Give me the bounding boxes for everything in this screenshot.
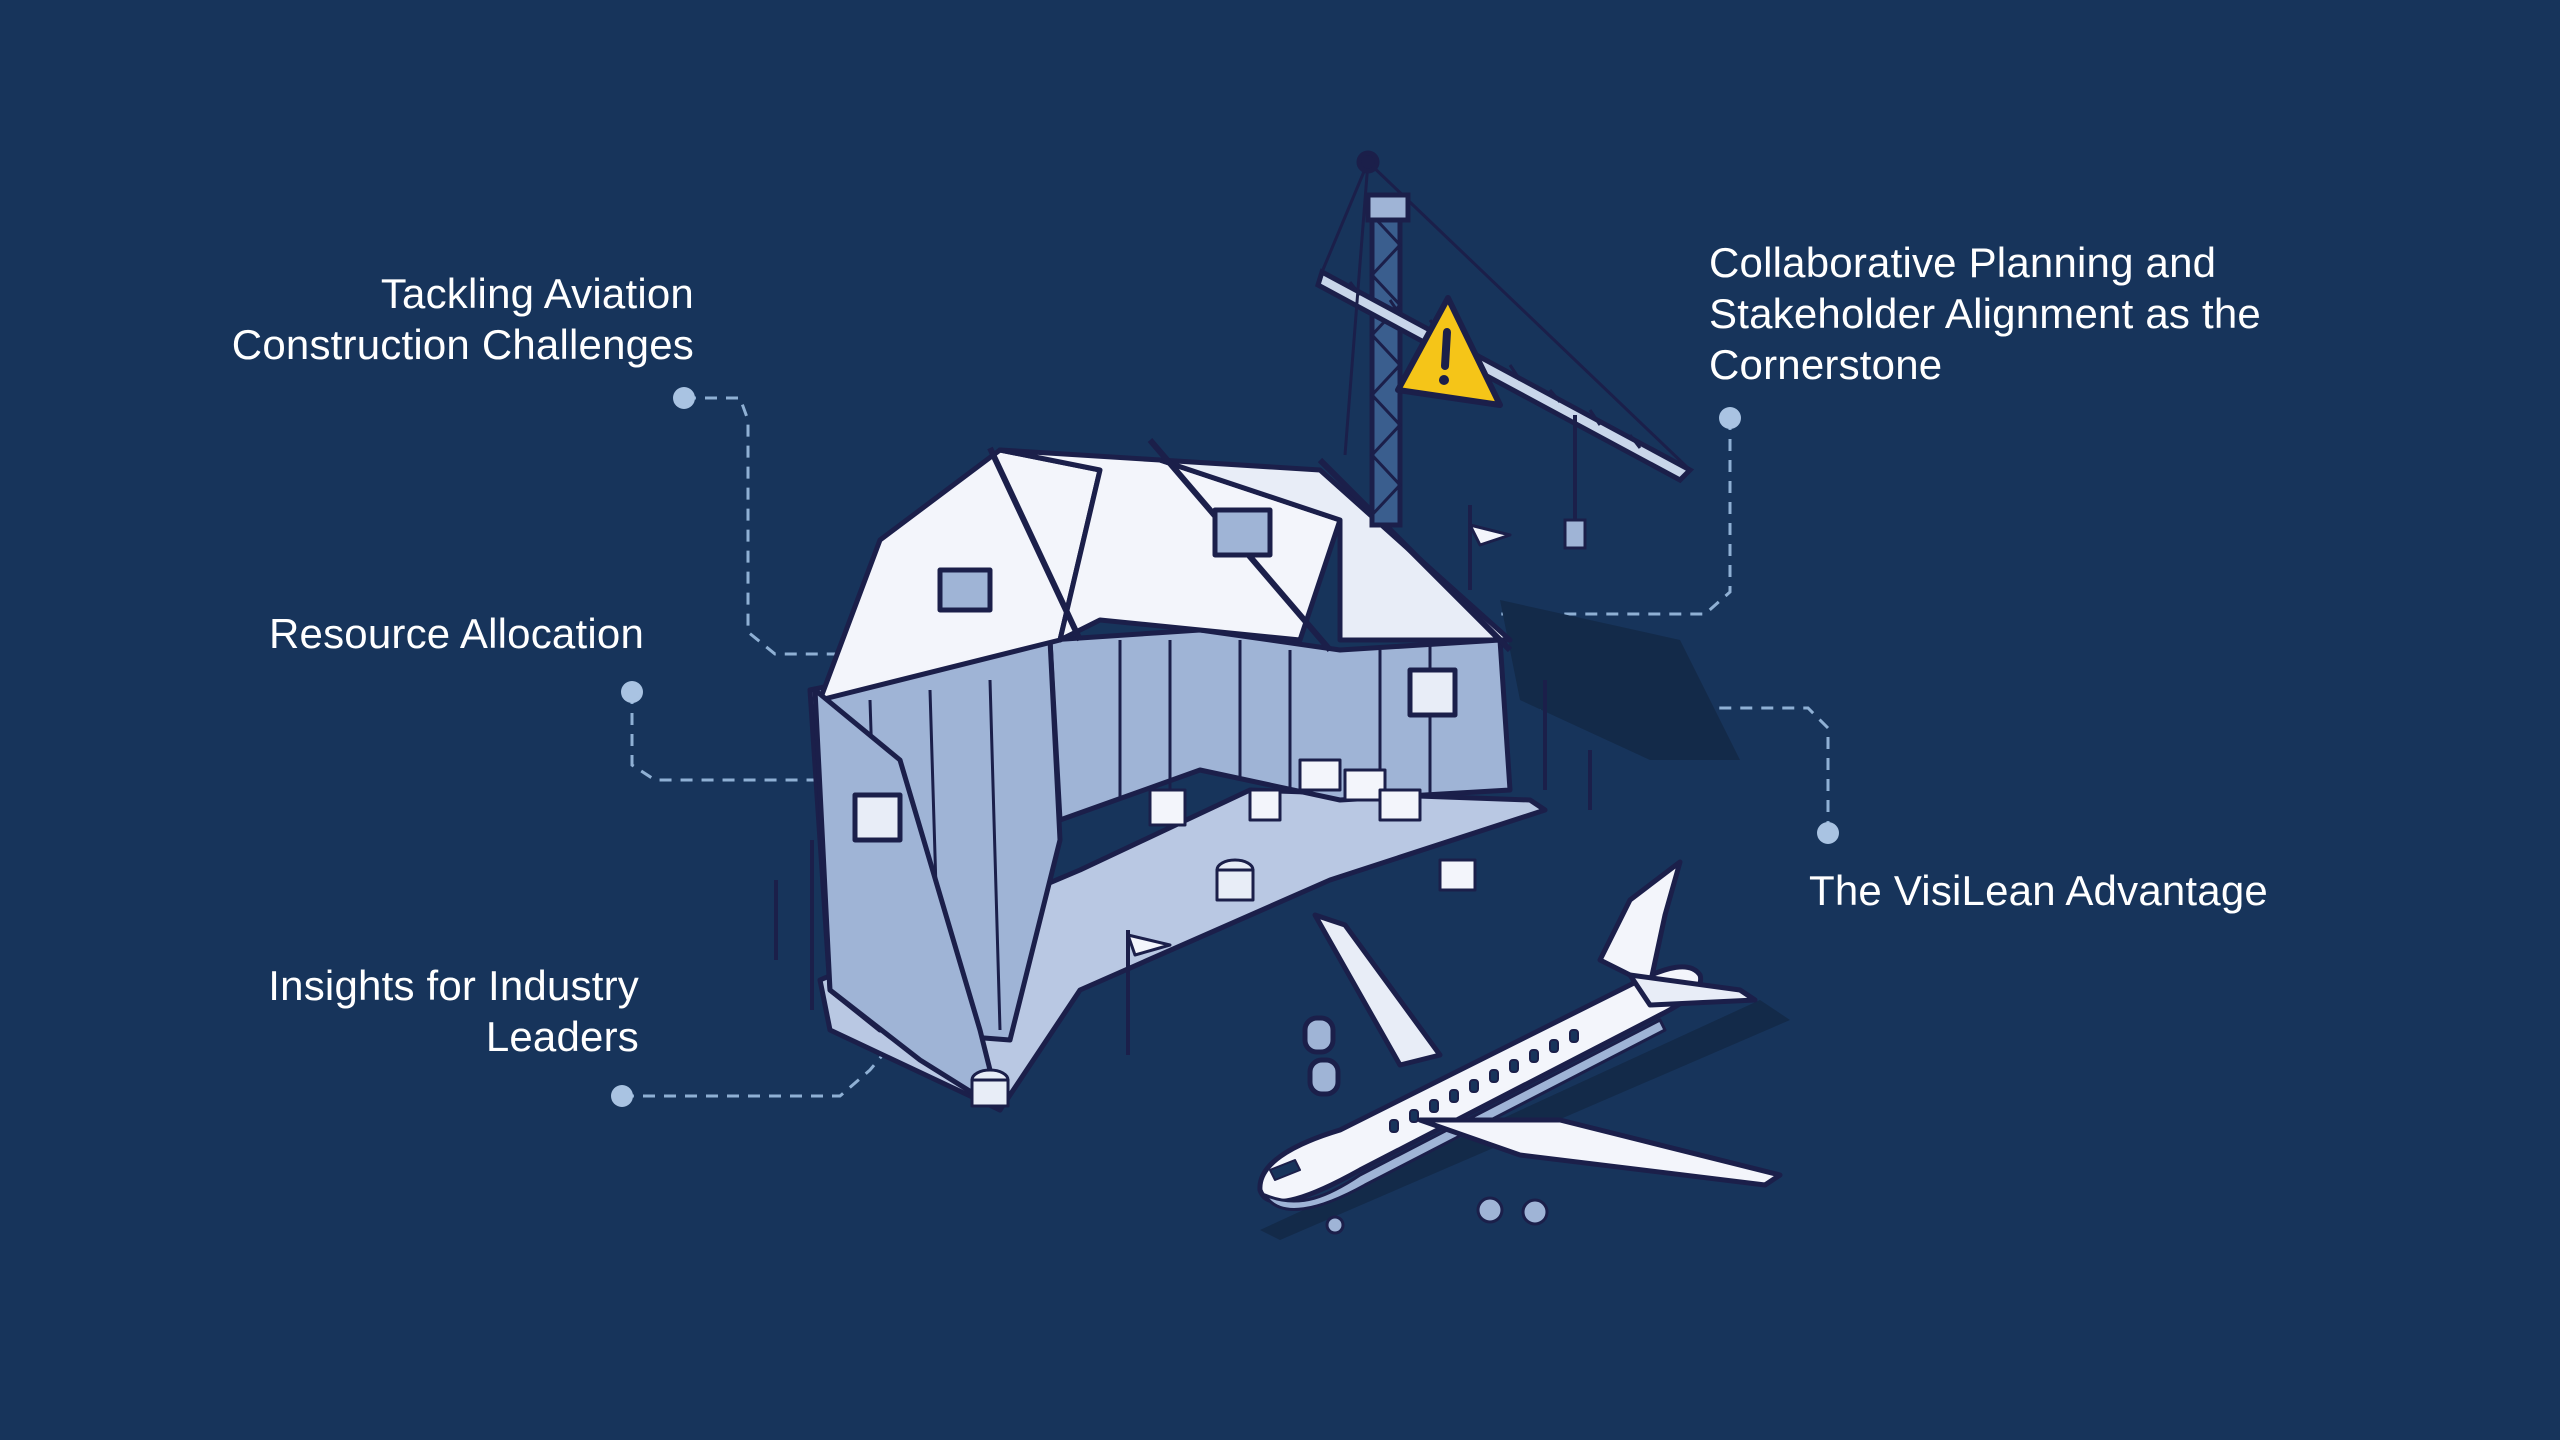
warning-icon xyxy=(1395,295,1503,408)
label-collaborative-planning: Collaborative Planning and Stakeholder A… xyxy=(1709,237,2261,390)
flag-2 xyxy=(1126,933,1172,957)
roof-unit-2 xyxy=(1212,507,1273,558)
crane-counterweight xyxy=(1365,192,1411,223)
label-resource-allocation: Resource Allocation xyxy=(269,608,644,659)
crane-jib xyxy=(1315,268,1695,484)
label-line: Construction Challenges xyxy=(231,321,694,368)
crane-icon xyxy=(1315,150,1695,550)
crane-tower-lattice xyxy=(1369,213,1403,517)
label-tackling-aviation-construction-challenges: Tackling Aviation Construction Challenge… xyxy=(232,268,694,370)
airplane-fuselage xyxy=(1257,964,1704,1204)
hangar-shadow xyxy=(1500,600,1740,760)
dot-visilean xyxy=(1817,822,1839,844)
label-line: Resource Allocation xyxy=(268,610,644,657)
label-line: Cornerstone xyxy=(1709,341,1943,388)
label-line: The VisiLean Advantage xyxy=(1809,867,2268,914)
airplane-windows xyxy=(1389,1029,1579,1133)
perimeter-poles xyxy=(774,505,1592,1055)
crane-hook xyxy=(1563,518,1587,550)
connector-visilean xyxy=(1540,706,1830,833)
crane-cables xyxy=(1320,160,1692,472)
airplane-wing-back xyxy=(1312,912,1443,1068)
dot-tackling xyxy=(673,387,695,409)
crane-top xyxy=(1356,150,1380,174)
label-line: Tackling Aviation xyxy=(380,270,694,317)
flag-1 xyxy=(1468,523,1512,547)
airplane-engine-2 xyxy=(1307,1057,1341,1097)
airplane-stabilizer xyxy=(1627,972,1758,1008)
door-sign-right xyxy=(1407,667,1458,718)
label-line: Stakeholder Alignment as the xyxy=(1709,290,2261,337)
connector-dots xyxy=(611,387,1839,1107)
equipment-crates xyxy=(1148,758,1477,892)
door-sign-left xyxy=(852,792,903,843)
airplane-gear xyxy=(1325,1196,1549,1235)
barrels xyxy=(970,858,1255,1108)
roof-right xyxy=(1157,457,1513,643)
label-visilean-advantage: The VisiLean Advantage xyxy=(1809,865,2268,916)
label-insights-for-industry-leaders: Insights for Industry Leaders xyxy=(268,960,639,1062)
connector-collab xyxy=(1500,418,1732,616)
airplane-cockpit xyxy=(1269,1159,1301,1181)
airplane-wing-front xyxy=(1417,1117,1783,1188)
back-wall-panels xyxy=(1118,640,1432,800)
connector-tackling xyxy=(684,396,840,656)
dot-insights xyxy=(611,1085,633,1107)
label-line: Leaders xyxy=(485,1013,639,1060)
airplane-belly xyxy=(1263,1018,1667,1211)
airplane-icon xyxy=(1257,859,1790,1240)
hangar-illustration xyxy=(774,438,1740,1113)
roof-unit-1 xyxy=(937,567,993,613)
label-line: Collaborative Planning and xyxy=(1709,239,2217,286)
airplane-engine-1 xyxy=(1302,1015,1336,1055)
dot-resource xyxy=(621,681,643,703)
dot-collab xyxy=(1719,407,1741,429)
connector-resource xyxy=(630,692,820,782)
label-line: Insights for Industry xyxy=(268,962,639,1009)
